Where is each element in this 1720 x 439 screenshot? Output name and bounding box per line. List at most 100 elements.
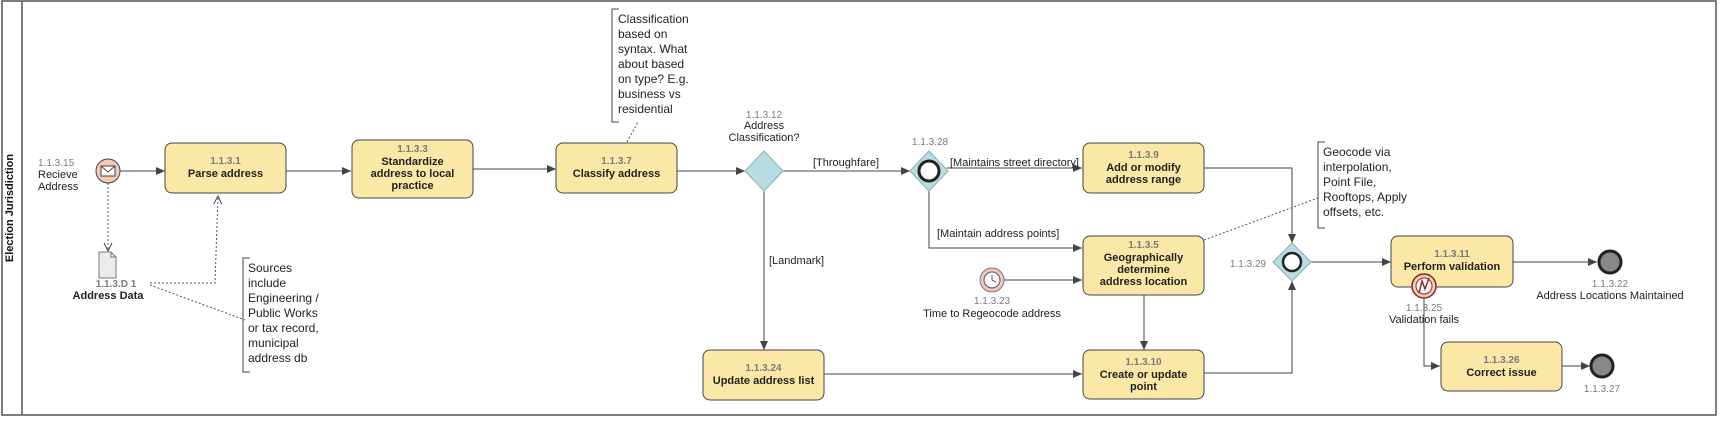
start-message-event[interactable] xyxy=(95,158,121,184)
task-parse-address[interactable]: 1.1.3.1 Parse address xyxy=(164,142,287,194)
note-line: syntax. What xyxy=(618,42,688,56)
data-object-label: Address Data xyxy=(73,290,145,302)
data-object-id: 1.1.3.D 1 xyxy=(96,279,137,290)
task-correct-issue[interactable]: 1.1.3.26 Correct issue xyxy=(1440,341,1563,392)
end-event-label: Address Locations Maintained xyxy=(1536,290,1683,302)
start-event-label-line: Address xyxy=(38,181,79,193)
task-label: Perform validation xyxy=(1404,261,1501,273)
note-line: municipal xyxy=(248,336,299,350)
assoc-geo-to-note xyxy=(1203,197,1319,241)
task-id: 1.1.3.7 xyxy=(601,156,632,167)
envelope-icon xyxy=(100,165,116,177)
end-event-27[interactable] xyxy=(1589,353,1615,379)
task-add-modify-range[interactable]: 1.1.3.9 Add or modify address range xyxy=(1082,142,1205,194)
task-label-line: Standardize xyxy=(381,156,443,168)
error-boundary-event[interactable] xyxy=(1411,273,1437,299)
flow-point-to-join[interactable] xyxy=(1204,281,1296,374)
clock-hands xyxy=(991,275,997,283)
gateway-id: 1.1.3.29 xyxy=(1230,259,1267,270)
gateway-label-line: Address xyxy=(744,120,785,132)
task-perform-validation[interactable]: 1.1.3.11 Perform validation xyxy=(1390,235,1514,288)
task-label-line: determine xyxy=(1117,264,1170,276)
task-id: 1.1.3.1 xyxy=(210,156,241,167)
document-icon xyxy=(98,251,117,279)
task-update-address-list[interactable]: 1.1.3.24 Update address list xyxy=(702,349,825,401)
error-event-label: Validation fails xyxy=(1389,314,1460,326)
note-line: Sources xyxy=(248,261,292,275)
gateway-id: 1.1.3.12 xyxy=(746,110,783,121)
note-line: Classification xyxy=(618,12,689,26)
end-event-22[interactable] xyxy=(1597,249,1623,275)
task-create-update-point[interactable]: 1.1.3.10 Create or update point xyxy=(1082,349,1205,400)
tasks: 1.1.3.1 Parse address 1.1.3.3 Standardiz… xyxy=(164,139,1563,401)
flow-range-to-join[interactable] xyxy=(1204,167,1296,243)
task-id: 1.1.3.10 xyxy=(1125,357,1162,368)
annotation-sources: Sources include Engineering / Public Wor… xyxy=(242,257,319,373)
intermediate-event-28[interactable] xyxy=(909,150,949,192)
note-line: Geocode via xyxy=(1323,145,1391,159)
flow-address-points[interactable] xyxy=(928,189,1082,252)
envelope-flap xyxy=(100,165,116,173)
task-geographically-determine[interactable]: 1.1.3.5 Geographically determine address… xyxy=(1082,235,1205,296)
note-line: offsets, etc. xyxy=(1323,205,1384,219)
lightning-icon xyxy=(1418,277,1430,294)
start-event-label-line: Recieve xyxy=(38,169,78,181)
flow-label-throughfare: [Throughfare] xyxy=(813,157,879,169)
task-standardize-address[interactable]: 1.1.3.3 Standardize address to local pra… xyxy=(351,139,474,199)
note-line: based on xyxy=(618,27,667,41)
note-line: or tax record, xyxy=(248,321,319,335)
assoc-data-to-parse xyxy=(150,196,218,284)
task-label-line: practice xyxy=(391,180,433,192)
task-label-line: address location xyxy=(1100,276,1188,288)
pool-frame xyxy=(1,0,1717,416)
flow-label-address-points: [Maintain address points] xyxy=(937,228,1059,240)
start-event-id: 1.1.3.15 xyxy=(38,158,75,169)
timer-event-label: Time to Regeocode address xyxy=(923,308,1061,320)
timer-event[interactable] xyxy=(979,267,1005,293)
flow-label-landmark: [Landmark] xyxy=(769,255,824,267)
data-object-address-data[interactable] xyxy=(98,251,117,279)
note-line: Point File, xyxy=(1323,175,1376,189)
assoc-data-to-note xyxy=(149,284,246,321)
task-label: Parse address xyxy=(188,168,263,180)
data-associations xyxy=(108,121,1319,321)
task-id: 1.1.3.24 xyxy=(745,363,782,374)
note-line: about based xyxy=(618,57,684,71)
note-line: address db xyxy=(248,351,308,365)
gateway-label-line: Classification? xyxy=(729,132,800,144)
gateway-address-classification[interactable] xyxy=(744,150,784,192)
error-event-id: 1.1.3.25 xyxy=(1406,303,1443,314)
sequence-flows xyxy=(120,164,1597,378)
task-label: Correct issue xyxy=(1466,367,1536,379)
task-id: 1.1.3.3 xyxy=(397,144,428,155)
task-label-line: Add or modify xyxy=(1106,162,1181,174)
task-label-line: address range xyxy=(1106,174,1181,186)
task-label-line: Geographically xyxy=(1104,252,1184,264)
flow-error-to-correct[interactable] xyxy=(1423,298,1440,370)
task-id: 1.1.3.26 xyxy=(1483,355,1520,366)
note-line: include xyxy=(248,276,286,290)
task-label-line: point xyxy=(1130,381,1157,393)
flow-label-street-directory: [Maintains street directory] xyxy=(950,157,1079,169)
note-line: Engineering / xyxy=(248,291,319,305)
timer-event-id: 1.1.3.23 xyxy=(974,296,1011,307)
task-id: 1.1.3.5 xyxy=(1128,240,1159,251)
note-line: on type? E.g. xyxy=(618,72,689,86)
task-label-line: address to local xyxy=(371,168,455,180)
annotation-geocode: Geocode via interpolation, Point File, R… xyxy=(1317,141,1407,229)
task-id: 1.1.3.11 xyxy=(1434,249,1470,260)
task-label: Update address list xyxy=(713,375,815,387)
note-line: Rooftops, Apply xyxy=(1323,190,1407,204)
note-line: interpolation, xyxy=(1323,160,1392,174)
note-line: business vs xyxy=(618,87,681,101)
end-event-id: 1.1.3.27 xyxy=(1584,384,1621,395)
event-id: 1.1.3.28 xyxy=(912,137,949,148)
note-line: residential xyxy=(618,102,673,116)
end-event-id: 1.1.3.22 xyxy=(1592,279,1629,290)
task-id: 1.1.3.9 xyxy=(1128,150,1159,161)
note-line: Public Works xyxy=(248,306,318,320)
lane-label: Election Jurisdiction xyxy=(4,154,16,262)
gateway-join-29[interactable] xyxy=(1272,242,1312,282)
task-classify-address[interactable]: 1.1.3.7 Classify address xyxy=(555,142,678,194)
